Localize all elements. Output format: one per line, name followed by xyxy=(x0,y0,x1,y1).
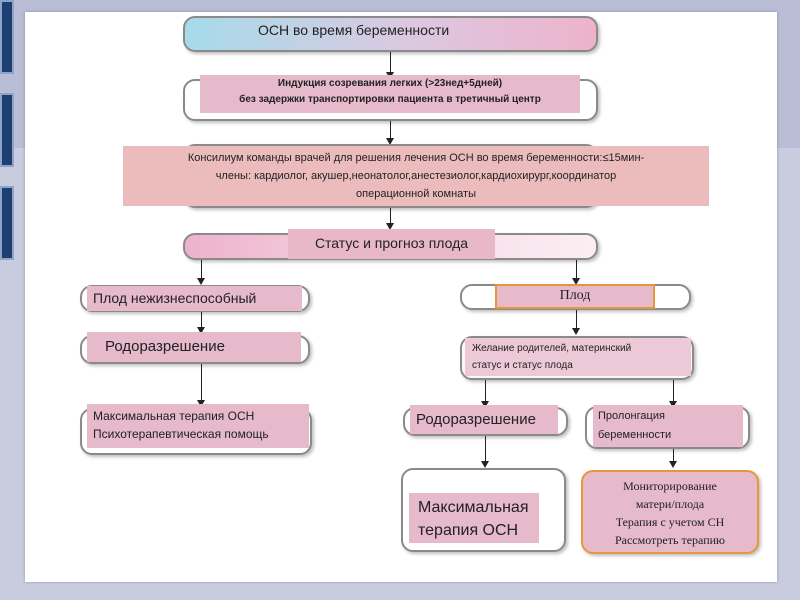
right-max-therapy-highlight xyxy=(409,493,539,543)
monitoring-line4: Рассмотреть терапию xyxy=(614,533,726,547)
arrow-right-2-right xyxy=(673,380,674,402)
arrow-left-1-head xyxy=(197,327,205,334)
arrow-right-1 xyxy=(576,310,577,329)
arrow-right-branch xyxy=(576,260,577,279)
arrow-right-3-right-head xyxy=(669,461,677,468)
fetal-status-text: Статус и прогноз плода xyxy=(314,235,469,251)
right-delivery-text: Родоразрешение xyxy=(416,411,536,428)
arrow-1 xyxy=(390,52,391,73)
arrow-right-3-left xyxy=(485,436,486,462)
fetus-highlight xyxy=(495,284,655,309)
council-highlight xyxy=(123,146,709,206)
arrow-right-2-left-head xyxy=(481,401,489,408)
arrow-right-2-right-head xyxy=(669,401,677,408)
arrow-right-1-head xyxy=(572,328,580,335)
arrow-2-head xyxy=(386,138,394,145)
arrow-3-head xyxy=(386,223,394,230)
right-max-therapy-line1: Максимальная xyxy=(418,499,529,516)
lung-maturation-highlight xyxy=(200,75,580,113)
left-therapy-highlight xyxy=(87,404,309,448)
prolongation-line2: беременности xyxy=(598,429,672,441)
nonviable-highlight xyxy=(87,286,302,311)
monitoring-line1: Мониторирование xyxy=(623,479,717,493)
wish-line2: статус и статус плода xyxy=(472,360,573,371)
arrow-3 xyxy=(390,208,391,224)
arrow-left-branch xyxy=(201,260,202,279)
fetus-text: Плод xyxy=(559,288,591,303)
arrow-left-1 xyxy=(201,312,202,328)
side-tab-1 xyxy=(0,0,14,74)
council-line3: операционной комнаты xyxy=(356,188,476,200)
slide: ОСН во время беременности Индукция созре… xyxy=(25,12,777,582)
wish-highlight xyxy=(465,338,691,376)
monitoring-box xyxy=(581,470,759,554)
prolongation-line1: Пролонгация xyxy=(598,410,665,422)
monitoring-line3: Терапия с учетом СН xyxy=(615,515,725,529)
right-delivery-highlight xyxy=(410,405,558,434)
side-tab-3 xyxy=(0,186,14,260)
title-text: ОСН во время беременности xyxy=(258,22,450,38)
lung-maturation-line1: Индукция созревания легких (>23нед+5дней… xyxy=(277,78,503,89)
nonviable-text: Плод нежизнеспособный xyxy=(93,290,257,306)
arrow-right-3-left-head xyxy=(481,461,489,468)
arrow-2 xyxy=(390,121,391,139)
prolongation-highlight xyxy=(593,405,743,447)
fetal-status-highlight xyxy=(288,229,495,259)
arrow-left-2-head xyxy=(197,400,205,407)
left-delivery-highlight xyxy=(87,332,301,362)
council-line2: члены: кардиолог, акушер,неонатолог,анес… xyxy=(215,170,617,182)
arrow-right-3-right xyxy=(673,449,674,462)
left-delivery-text: Родоразрешение xyxy=(105,338,225,355)
side-tab-2 xyxy=(0,93,14,167)
monitoring-line2: матери/плода xyxy=(635,497,705,511)
right-max-therapy-line2: терапия ОСН xyxy=(418,522,519,539)
title-box xyxy=(183,16,598,52)
arrow-right-2-left xyxy=(485,380,486,402)
arrow-left-branch-head xyxy=(197,278,205,285)
arrow-left-2 xyxy=(201,364,202,401)
arrow-right-branch-head xyxy=(572,278,580,285)
wish-line1: Желание родителей, материнский xyxy=(472,343,632,354)
left-therapy-line1: Максимальная терапия ОСН xyxy=(93,409,255,423)
lung-maturation-line2: без задержки транспортировки пациента в … xyxy=(239,94,541,105)
council-line1: Консилиум команды врачей для решения леч… xyxy=(187,152,645,164)
left-therapy-line2: Психотерапевтическая помощь xyxy=(93,427,269,441)
